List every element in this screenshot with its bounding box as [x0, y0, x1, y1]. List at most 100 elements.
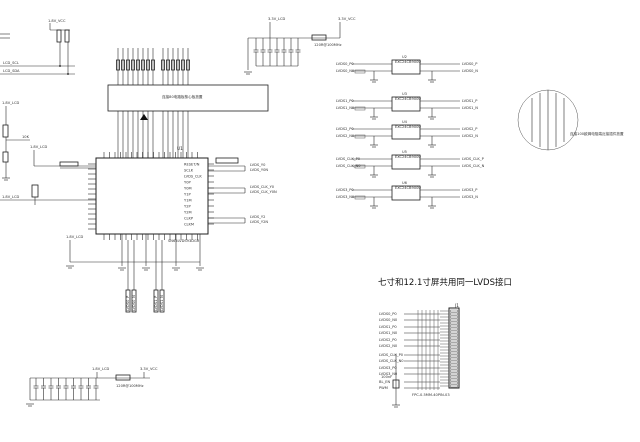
- bottom-net-label: LVDS1_P: [154, 295, 158, 311]
- component-part: EXC24CB900U: [395, 60, 421, 64]
- bottom-net-label: LVDS0_N: [132, 295, 136, 311]
- connector-net-label: LVDS0_N0: [379, 318, 398, 322]
- component-part: EXC24CB900U: [395, 155, 421, 159]
- header-resistor: [176, 59, 180, 71]
- input-net-label: LVDS2_P0: [336, 127, 354, 131]
- power-label: 1.8V_LCD: [30, 145, 47, 149]
- crystal: [31, 184, 39, 198]
- ic-pin-label: RESET/N: [184, 162, 200, 166]
- input-net-label: LVDS3_P0: [336, 188, 354, 192]
- connector-contact: [450, 336, 458, 340]
- ic-pin-label: SCLK: [184, 168, 194, 172]
- connector-net-label: LVDS2_N0: [379, 344, 398, 348]
- ferrite-bead: [311, 34, 327, 41]
- ic-output-nets: LVDS_Y0 LVDS_Y0N LVDS_CLK_Y0 LVDS_CLK_Y0…: [208, 157, 277, 224]
- common-mode-choke: [391, 124, 421, 140]
- net-label: LVDS_Y0N: [250, 168, 268, 172]
- ic-pin-label: Y0M: [184, 186, 192, 190]
- net-label: LVDS_CLK_Y0: [250, 185, 275, 189]
- input-net-label: LVDS1_N0: [336, 106, 355, 110]
- res-label: 10K: [22, 135, 30, 139]
- conn-ref: J1: [454, 303, 459, 308]
- common-mode-choke: [391, 154, 421, 170]
- output-net-label: LVDS3_N: [462, 195, 478, 199]
- input-net-label: LVDS3_N0: [336, 195, 355, 199]
- connector-net-label: LVDS2_P0: [379, 338, 397, 342]
- header-resistor: [181, 59, 185, 71]
- connector-contact: [450, 342, 458, 346]
- connector-contact: [450, 384, 458, 388]
- connector-net-label: LVDS0_P0: [379, 312, 397, 316]
- input-net-label: LVDS_CLK_N0: [336, 164, 361, 168]
- connector-contact: [450, 357, 458, 361]
- lcd-supply-block: 3.3V_LCD 3.3V_VCC 120R@100MHz: [244, 17, 356, 75]
- chip-ref: U1: [177, 146, 183, 151]
- output-net-label: LVDS1_P: [462, 99, 478, 103]
- termination-resistor: [354, 69, 366, 74]
- net-label: LVDS_Y2: [250, 215, 265, 219]
- component-ref: U4: [402, 120, 408, 124]
- header-resistor: [146, 59, 150, 71]
- ic-pin-label: CLKM: [184, 222, 194, 226]
- connector-contact: [450, 309, 458, 313]
- connector-net-label: LVDS3_P0: [379, 366, 397, 370]
- connector-contact: [450, 348, 458, 352]
- input-net-label: LVDS2_N0: [336, 134, 355, 138]
- header-resistor: [171, 59, 175, 71]
- component-ref: U2: [402, 55, 407, 59]
- core-board-frame: [107, 84, 269, 112]
- output-net-label: LVDS1_N: [462, 106, 478, 110]
- connector-net-label: LVDS3_N0: [379, 372, 398, 376]
- power-label: 1.8V_LCD: [66, 235, 83, 239]
- bypass-cap-bank: 1.8V_LCD 3.3V_VCC 120R@100MHz: [26, 367, 158, 407]
- connector-contact: [450, 369, 458, 373]
- connector-contact: [450, 363, 458, 367]
- common-mode-choke: [391, 96, 421, 112]
- header-resistor: [116, 59, 120, 71]
- conn-part: FPC-0.5MM-40PIN-03: [412, 393, 450, 397]
- connector-contact: [450, 378, 458, 382]
- connector-net-label: LVDS1_P0: [379, 325, 397, 329]
- pullup-resistor: [64, 29, 70, 43]
- connector-net-label: BL_EN: [379, 380, 391, 384]
- connector-contact: [450, 372, 458, 376]
- output-label-box: [159, 289, 165, 313]
- connector-net-label: PWM: [379, 386, 388, 390]
- output-net-label: LVDS2_P: [462, 127, 478, 131]
- power-label: 3.3V_VCC: [140, 367, 158, 371]
- component-part: EXC24CB900U: [395, 125, 421, 129]
- pullup-resistor: [56, 29, 62, 43]
- header-resistor: [141, 59, 145, 71]
- output-label-box: [131, 289, 137, 313]
- ferrite-bead: [115, 374, 131, 381]
- top-left-power-block: 1.8V_VCC LCD_SCL LCD_SDA: [0, 19, 75, 75]
- output-label-box: [125, 289, 131, 313]
- connector-contact: [450, 333, 458, 337]
- connector-contact: [450, 318, 458, 322]
- connector-net-label: LVDS1_N0: [379, 331, 398, 335]
- power-label: 1.8V_LCD: [2, 101, 19, 105]
- connector-contact: [450, 324, 458, 328]
- net-label: LVDS_CLK_Y0N: [250, 190, 277, 194]
- header-resistor: [161, 59, 165, 71]
- reset-cap: [2, 151, 9, 163]
- core-board-header: 连接80电路板核心板放置: [107, 48, 269, 158]
- output-resistor: [215, 157, 239, 164]
- lvds-note-circle: 连接100欧姆电阻端近接插件放置: [517, 89, 624, 151]
- connector-cap: [392, 379, 400, 389]
- connector-contact: [450, 312, 458, 316]
- lvds-note: 连接100欧姆电阻端近接插件放置: [570, 131, 624, 136]
- lvds-serializer-chip: [95, 157, 209, 235]
- connector-contact: [450, 330, 458, 334]
- connector-contact: [450, 339, 458, 343]
- net-label: LVDS_Y0: [250, 163, 266, 167]
- header-resistor: [151, 59, 155, 71]
- ic-pin-label: Y2M: [184, 210, 192, 214]
